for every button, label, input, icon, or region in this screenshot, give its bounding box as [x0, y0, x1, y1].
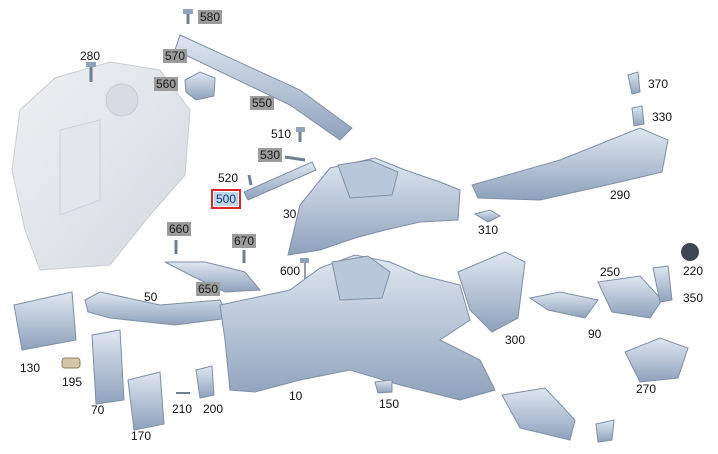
bracket-370-part	[627, 71, 641, 95]
callout-600-label[interactable]: 600	[280, 264, 301, 278]
callout-200-label[interactable]: 200	[203, 402, 224, 416]
callout-90-label[interactable]: 90	[588, 327, 602, 341]
bracket-250-part	[597, 275, 663, 319]
bracket-560-part	[184, 71, 216, 101]
panel-300-part	[457, 251, 526, 333]
callout-370-label[interactable]: 370	[648, 77, 669, 91]
callout-520-label[interactable]: 520	[218, 171, 239, 185]
bracket-350-part	[652, 265, 673, 303]
callout-30-label[interactable]: 30	[283, 207, 297, 221]
rail-290-part	[471, 127, 669, 201]
clip-200-part	[195, 365, 215, 399]
bracket-90-part	[528, 291, 599, 319]
plate-310-part	[473, 209, 502, 223]
callout-170-label[interactable]: 170	[131, 429, 152, 443]
callout-560-label[interactable]: 560	[154, 77, 179, 91]
bracket-170-part	[127, 371, 165, 431]
body-side-ghost-part	[11, 61, 191, 271]
cap-220-part	[681, 243, 699, 261]
callout-550-label[interactable]: 550	[250, 96, 275, 110]
callout-220-label[interactable]: 220	[683, 264, 704, 278]
callout-330-label[interactable]: 330	[652, 110, 673, 124]
callout-195-label[interactable]: 195	[62, 375, 83, 389]
callout-250-label[interactable]: 250	[600, 265, 621, 279]
bracket-70-part	[91, 329, 125, 405]
callout-350-label[interactable]: 350	[683, 291, 704, 305]
bolt-280-part	[86, 62, 96, 82]
plug-195-part	[61, 357, 81, 369]
callout-150-label[interactable]: 150	[379, 397, 400, 411]
callout-270-label[interactable]: 270	[636, 382, 657, 396]
clip-330-part	[631, 105, 645, 127]
bolt-580-part	[183, 9, 193, 24]
clip-150-part	[374, 379, 393, 394]
callout-10-label[interactable]: 10	[289, 389, 303, 403]
bracket-270-part	[624, 337, 689, 383]
callout-130-label[interactable]: 130	[20, 361, 41, 375]
callout-290-label[interactable]: 290	[610, 188, 631, 202]
bolt-510-part	[296, 127, 305, 142]
bolt-520-part	[247, 174, 253, 186]
callout-670-label[interactable]: 670	[232, 234, 257, 248]
wheelhouse-30-part	[287, 157, 461, 256]
callout-580-label[interactable]: 580	[198, 10, 223, 24]
bracket-650-part	[164, 261, 262, 293]
callout-530-label[interactable]: 530	[258, 148, 283, 162]
member-50-part	[84, 291, 231, 326]
stud-530-part	[284, 155, 306, 162]
callout-310-label[interactable]: 310	[478, 223, 499, 237]
callout-510-label[interactable]: 510	[271, 127, 292, 141]
callout-70-label[interactable]: 70	[91, 403, 105, 417]
callout-650-label[interactable]: 650	[196, 282, 221, 296]
callout-210-label[interactable]: 210	[172, 402, 193, 416]
callout-570-label[interactable]: 570	[163, 49, 188, 63]
bracket-lower-right-part	[501, 387, 576, 441]
bracket-130-part	[13, 291, 77, 351]
callout-500-label-selected[interactable]: 500	[210, 189, 242, 209]
callout-50-label[interactable]: 50	[144, 290, 158, 304]
rail-500-part	[243, 161, 317, 201]
callout-660-label[interactable]: 660	[167, 222, 192, 236]
front-structure-10-part	[219, 254, 496, 401]
callout-280-label[interactable]: 280	[80, 49, 101, 63]
bracket-small-bottom-part	[595, 419, 615, 443]
callout-300-label[interactable]: 300	[505, 333, 526, 347]
